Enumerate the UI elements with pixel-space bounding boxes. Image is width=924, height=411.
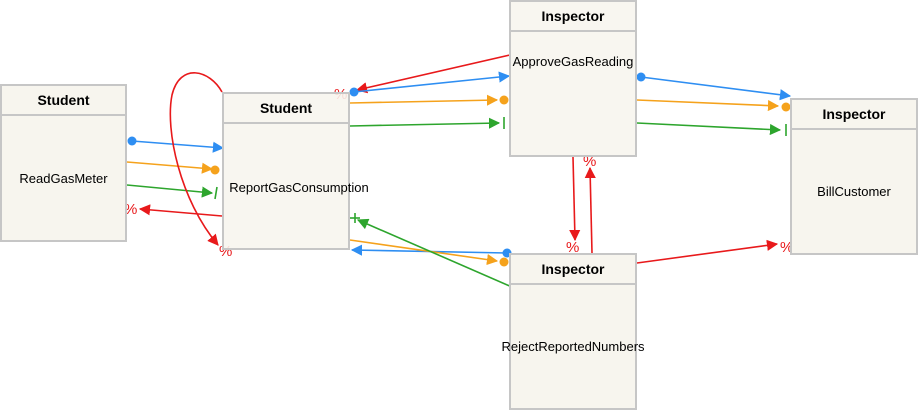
node-role-label: Inspector [792, 100, 916, 130]
edge-reject-to-bill-red: % [636, 239, 793, 264]
node-role-label: Student [224, 94, 348, 124]
node-reject-reported-numbers[interactable]: Inspector RejectReportedNumbers [501, 253, 645, 410]
edge-approve-to-bill-orange [636, 99, 791, 112]
edge-report-to-reject-orange [349, 239, 509, 267]
edge-report-to-approve-blue [349, 71, 511, 97]
edge-readgas-to-report-orange [126, 161, 220, 175]
node-activity-label: RejectReportedNumbers [501, 339, 645, 354]
edge-readgas-to-report-blue [127, 136, 225, 153]
edge-reject-to-report-green [350, 213, 513, 288]
node-bill-customer[interactable]: Inspector BillCustomer [790, 98, 918, 255]
edge-report-to-readgas-red: % [124, 201, 223, 218]
edge-approve-to-bill-green [636, 122, 787, 136]
node-report-gas-consumption[interactable]: Student ReportGasConsumption [222, 92, 369, 250]
node-role-label: Inspector [511, 2, 635, 32]
edge-reject-to-approve-red: % [583, 153, 596, 254]
edge-reject-to-report-blue [350, 244, 512, 258]
node-activity-label: ReadGasMeter [19, 170, 108, 186]
edge-approve-to-reject-red: % [566, 156, 581, 256]
node-activity-label: ReportGasConsumption [229, 179, 369, 195]
edge-report-to-approve-green [349, 117, 505, 129]
node-activity-label: BillCustomer [817, 184, 891, 199]
node-activity-label: ApproveGasReading [512, 54, 634, 69]
edge-label: % [583, 153, 596, 170]
node-approve-gas-reading[interactable]: Inspector ApproveGasReading [509, 0, 637, 157]
node-role-label: Student [2, 86, 125, 116]
edge-label: % [566, 239, 579, 256]
edge-readgas-to-report-green [126, 184, 218, 200]
node-role-label: Inspector [511, 255, 635, 285]
node-read-gas-meter[interactable]: Student ReadGasMeter [0, 84, 127, 242]
edge-report-to-approve-orange [349, 94, 509, 106]
edge-label: % [124, 201, 137, 218]
edge-approve-to-bill-blue [636, 72, 792, 101]
